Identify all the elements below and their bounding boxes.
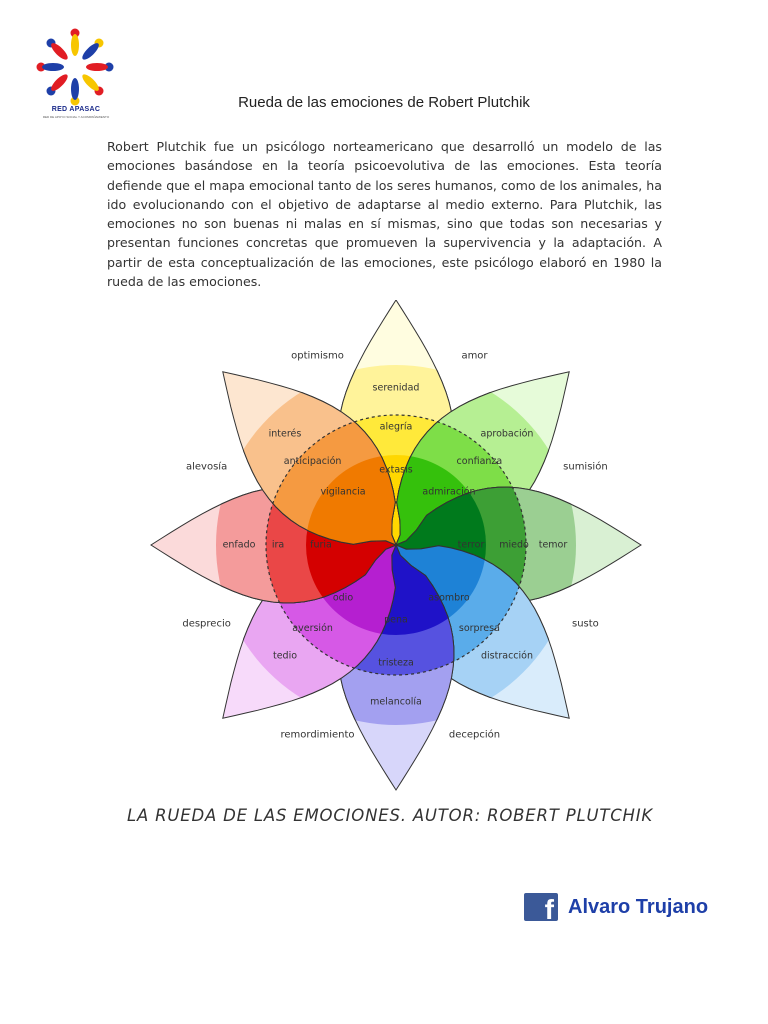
emotion-label: asombro — [428, 593, 470, 604]
plutchik-wheel: serenidad alegría extasis aprobación confian… — [150, 300, 642, 791]
petal-sorpresa — [395, 544, 570, 719]
emotion-label: miedo — [499, 540, 529, 551]
emotion-label: odio — [333, 593, 353, 604]
emotion-label: sorpresa — [459, 623, 500, 634]
dyad-label: alevosía — [186, 461, 227, 473]
logo-figure-head — [36, 62, 46, 72]
emotion-label: interés — [269, 429, 302, 440]
emotion-label: aprobación — [481, 429, 534, 440]
emotion-label: admiración — [422, 487, 475, 498]
logo-subtext: RED DE APOYO SOCIAL Y ACOMPAÑAMIENTO — [42, 115, 110, 119]
emotion-label: vigilancia — [320, 487, 365, 498]
emotion-label: furia — [310, 540, 332, 551]
facebook-credit[interactable]: f Alvaro Trujano — [524, 893, 708, 921]
wheel-dashed-circle — [265, 414, 527, 676]
emotion-label: anticipación — [284, 456, 342, 467]
petal-aversión — [222, 544, 397, 719]
document-title: Rueda de las emociones de Robert Plutchi… — [238, 94, 530, 111]
emotion-label: extasis — [379, 465, 412, 476]
emotion-label: pena — [384, 615, 408, 626]
emotion-label: melancolía — [370, 697, 422, 708]
logo-figure-head — [70, 28, 80, 38]
emotion-label: confianza — [457, 456, 503, 467]
emotion-label: distracción — [481, 651, 533, 662]
logo-figure-head — [70, 96, 80, 106]
emotion-label: ira — [272, 540, 284, 551]
logo-figure-body — [71, 78, 79, 100]
facebook-icon: f — [524, 893, 558, 921]
dyad-label: amor — [461, 351, 488, 362]
logo-figure-body — [51, 43, 68, 60]
logo-figure-body — [42, 63, 64, 71]
figure-caption: LA RUEDA DE LAS EMOCIONES. AUTOR: ROBERT… — [126, 806, 654, 825]
petal-confianza — [395, 371, 570, 546]
logo-figure-body — [82, 74, 99, 91]
emotion-label: temor — [539, 540, 568, 551]
emotion-label: tedio — [273, 651, 297, 662]
logo-figure-body — [51, 74, 68, 91]
emotion-label: terror — [458, 540, 485, 551]
dyad-label: optimismo — [291, 351, 344, 362]
emotion-label: alegría — [380, 422, 413, 433]
dyad-label: desprecio — [182, 619, 231, 630]
emotion-label: enfado — [223, 540, 256, 551]
dyad-label: sumisión — [563, 461, 608, 473]
emotion-label: serenidad — [373, 383, 420, 394]
emotion-label: aversión — [292, 623, 333, 634]
emotion-label: tristeza — [378, 658, 414, 669]
logo-figure-body — [71, 34, 79, 56]
logo-figure-body — [82, 43, 99, 60]
dyad-label: decepción — [449, 728, 500, 740]
logo-figure-body — [86, 63, 108, 71]
author-name: Alvaro Trujano — [568, 895, 709, 918]
dyad-label: susto — [572, 619, 599, 630]
logo-figure-head — [104, 62, 114, 72]
red-apasac-logo — [36, 28, 114, 106]
document-paragraph: Robert Plutchik fue un psicólogo norteam… — [107, 139, 662, 290]
logo-text: RED APASAC — [51, 106, 101, 113]
dyad-label: remordimiento — [280, 729, 354, 740]
petal-anticipación — [222, 371, 397, 546]
